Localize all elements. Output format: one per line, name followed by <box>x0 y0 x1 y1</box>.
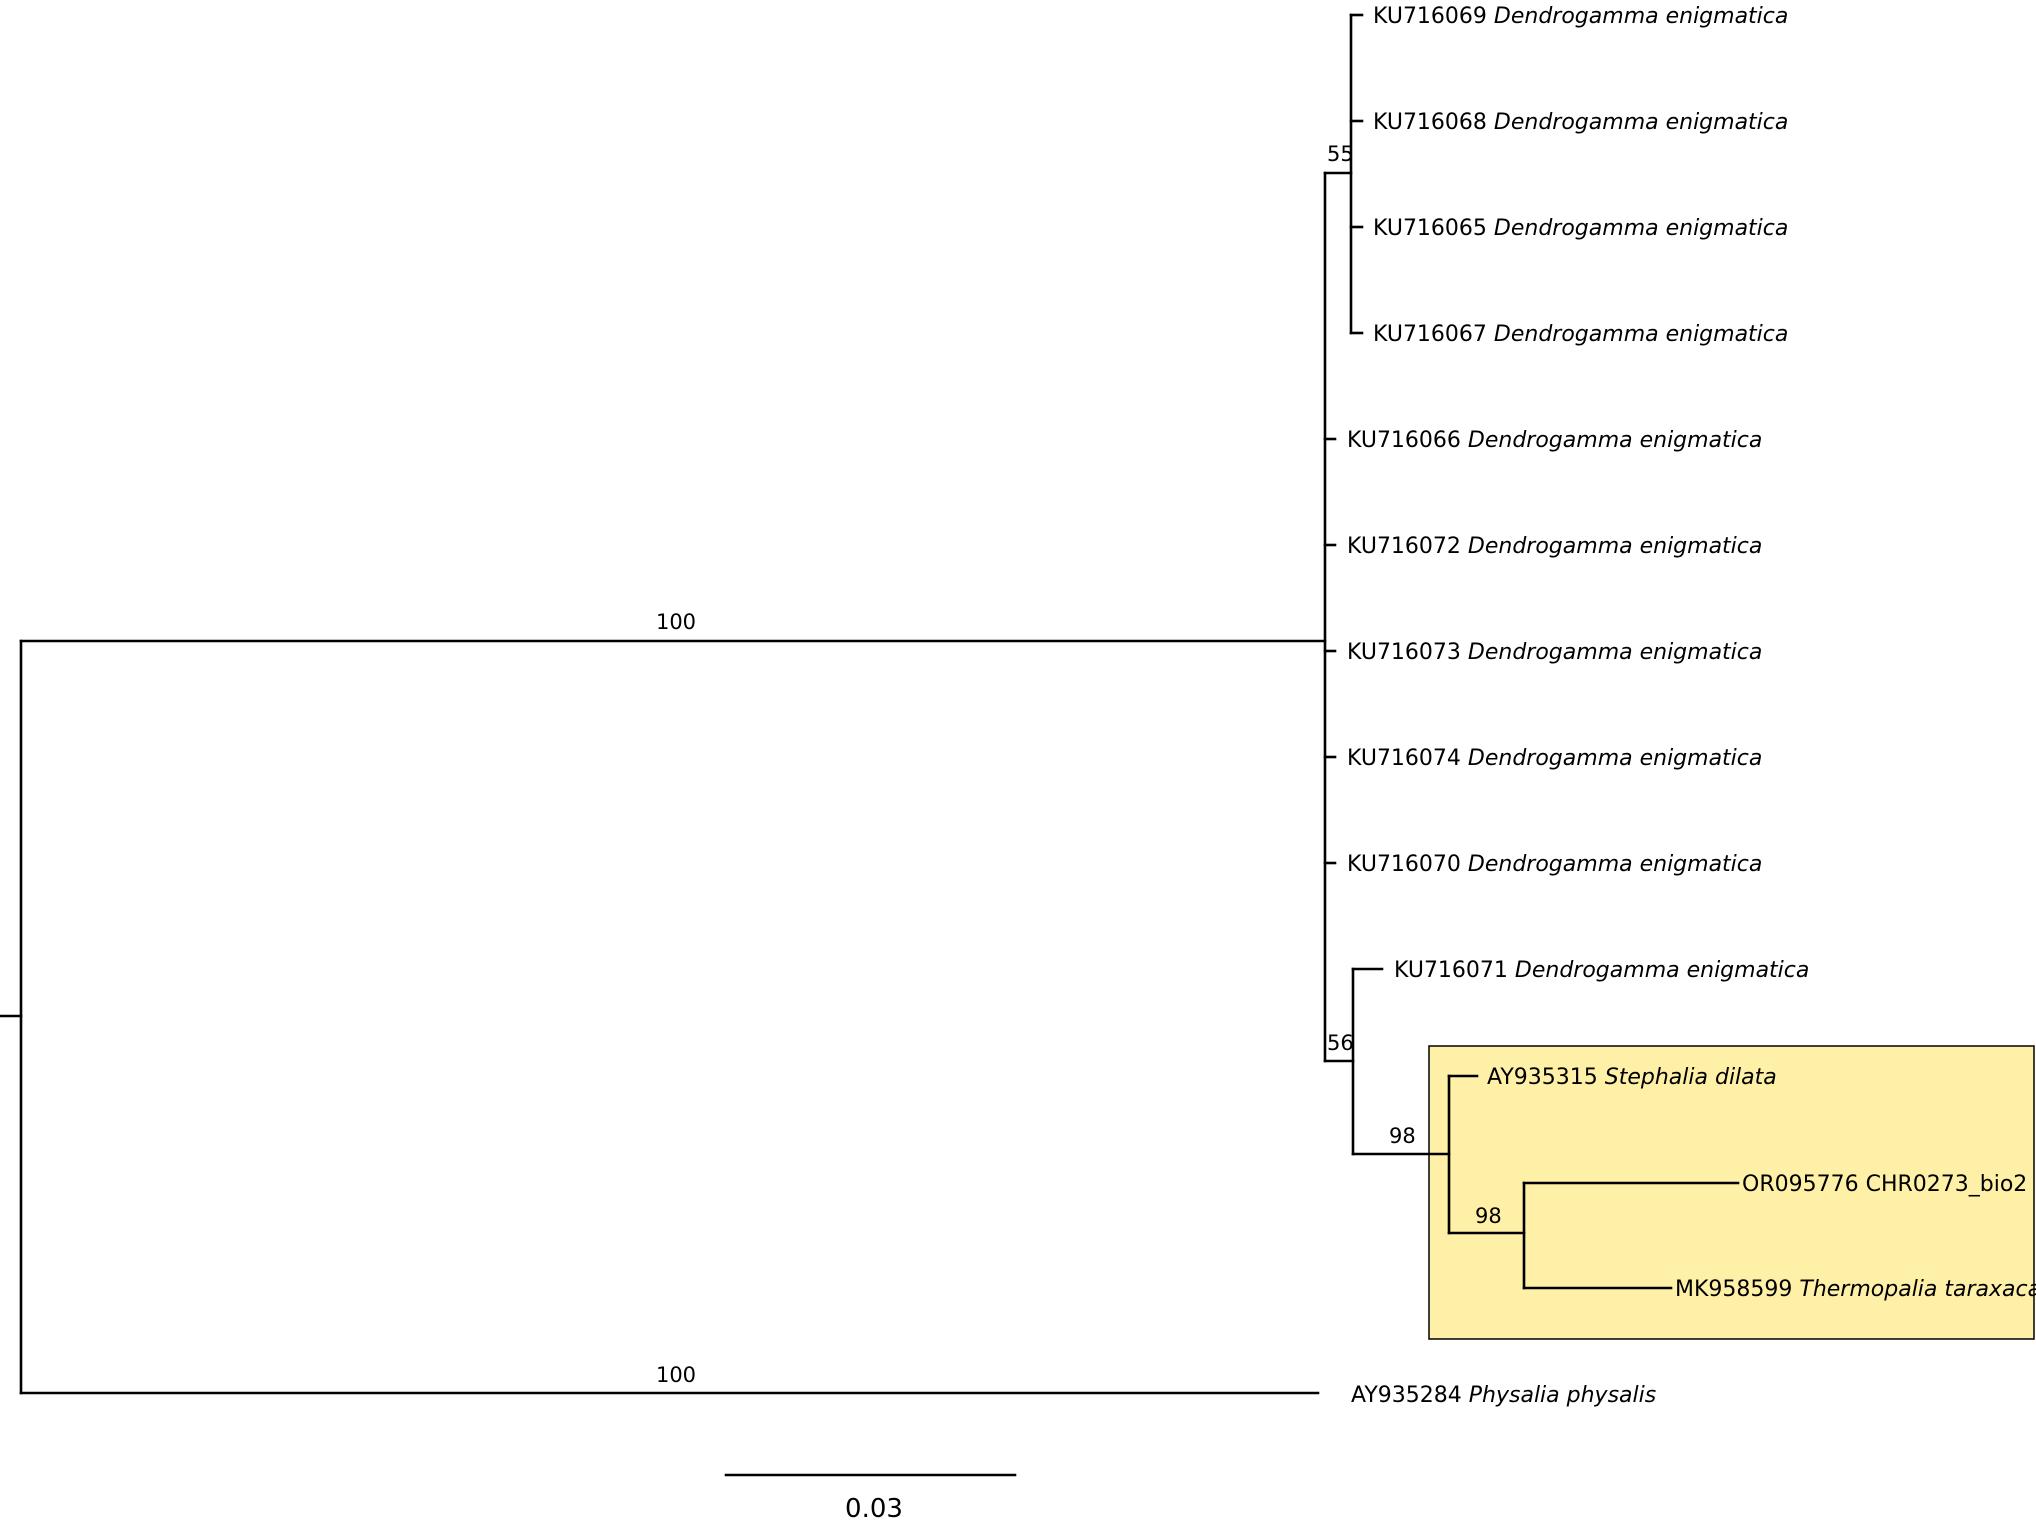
tip-label-ku716067: KU716067 Dendrogamma enigmatica <box>1373 322 1788 347</box>
tip-label-ku716070: KU716070 Dendrogamma enigmatica <box>1347 852 1762 877</box>
scale-bar-label: 0.03 <box>845 1494 903 1521</box>
tip-label-ku716065: KU716065 Dendrogamma enigmatica <box>1373 216 1788 241</box>
tip-label-ku716074: KU716074 Dendrogamma enigmatica <box>1347 746 1762 771</box>
support-or-mk-clade: 98 <box>1475 1204 1502 1228</box>
tip-label-ku716066: KU716066 Dendrogamma enigmatica <box>1347 428 1762 453</box>
tip-label-mk958599: MK958599 Thermopalia taraxaca <box>1675 1277 2036 1302</box>
tip-label-ku716071: KU716071 Dendrogamma enigmatica <box>1394 958 1809 983</box>
highlighted-clade-box <box>1428 1045 2035 1340</box>
support-physalia-branch: 100 <box>656 1363 696 1387</box>
tip-label-ku716068: KU716068 Dendrogamma enigmatica <box>1373 110 1788 135</box>
support-ku716071-clade: 56 <box>1327 1031 1354 1055</box>
support-top-subclade: 55 <box>1327 142 1354 166</box>
tip-label-ay935284: AY935284 Physalia physalis <box>1351 1383 1656 1408</box>
tip-label-ku716072: KU716072 Dendrogamma enigmatica <box>1347 534 1762 559</box>
support-dendrogamma-clade: 100 <box>656 610 696 634</box>
tip-label-ku716069: KU716069 Dendrogamma enigmatica <box>1373 4 1788 29</box>
tip-label-or095776: OR095776 CHR0273_bio2 <box>1742 1172 2027 1197</box>
tip-label-ay935315: AY935315 Stephalia dilata <box>1487 1065 1777 1090</box>
tip-label-ku716073: KU716073 Dendrogamma enigmatica <box>1347 640 1762 665</box>
support-highlight-clade: 98 <box>1389 1124 1416 1148</box>
